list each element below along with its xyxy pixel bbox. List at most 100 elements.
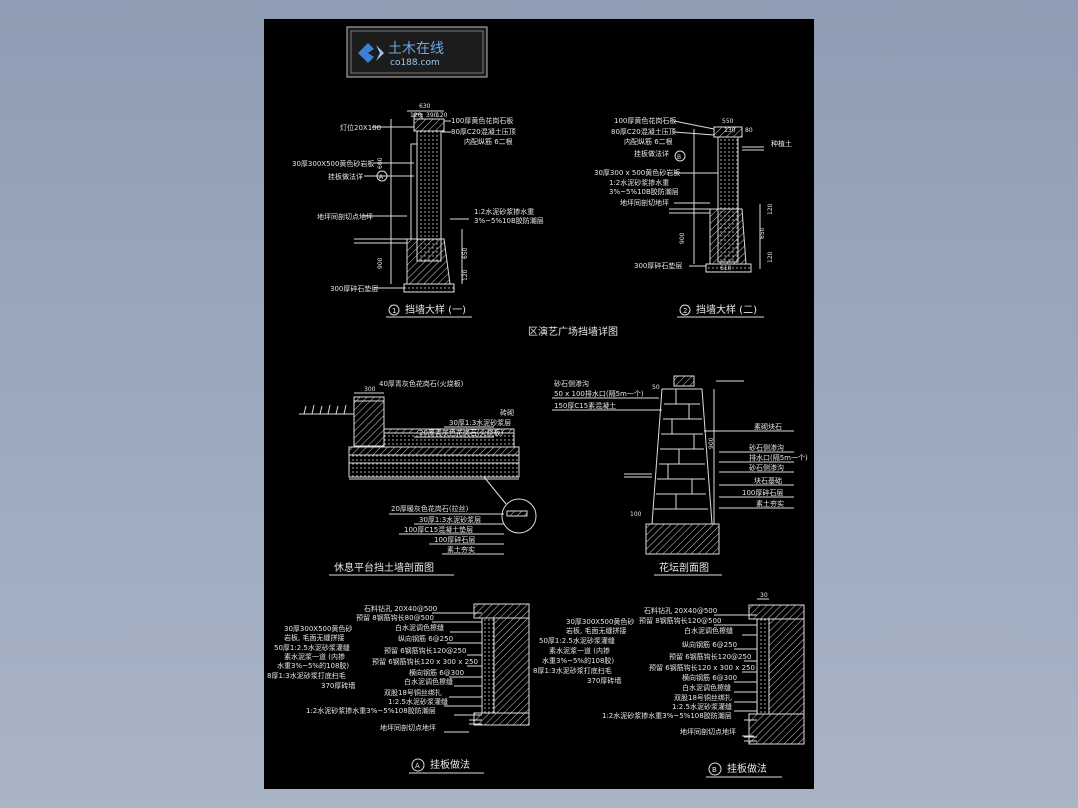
- dim: 120: [462, 269, 469, 281]
- callout-letter: A: [415, 762, 420, 770]
- callout-b-marker: [674, 150, 686, 162]
- dim: 650: [759, 227, 766, 239]
- dim: 120: [767, 203, 774, 215]
- label: 石料钻孔 20X40@500: [644, 606, 717, 615]
- label: 300厚碎石垫层: [634, 261, 682, 270]
- dim: 50: [652, 384, 660, 391]
- callout-a-marker: [376, 170, 388, 182]
- label: 370厚砖墙: [587, 676, 621, 685]
- label: 白水泥调色擦缝: [395, 623, 444, 632]
- label: 砂石侧渗沟: [749, 443, 784, 452]
- label: 预留 6钢筋钩长120 x 300 x 250: [649, 663, 755, 672]
- label: 地坪同剖切地坪: [620, 198, 669, 207]
- detail-title: 花坛剖面图: [659, 561, 709, 574]
- label: 素砌块石: [754, 422, 782, 431]
- label: 石料钻孔 20X40@500: [364, 604, 437, 613]
- label: 素水泥浆一道 (内掺: [284, 652, 345, 661]
- label: 100厚碎石层: [434, 535, 475, 544]
- logo-site: co188.com: [390, 58, 440, 68]
- label: 3%~5%10B胶防潮层: [474, 216, 544, 225]
- label: 地坪同剖切点地坪: [317, 212, 373, 221]
- label: 砖砌: [500, 408, 514, 417]
- callout-letter: A: [379, 174, 384, 181]
- dim: 120: [767, 251, 774, 263]
- label: 100厚黄色花岗石板: [614, 116, 676, 125]
- dim: 30: [760, 592, 768, 599]
- label: 1:2水泥砂浆掺水重: [609, 178, 669, 187]
- label: 地坪同剖切点地坪: [680, 727, 736, 736]
- dim: 900: [377, 257, 384, 269]
- label: 双股18号铜丝绑扎: [674, 693, 732, 702]
- label: 50厚1:2.5水泥砂浆灌缝: [539, 636, 615, 645]
- label: 灯位20X100: [340, 123, 381, 132]
- detail-number: 1: [392, 307, 396, 315]
- dim: 630: [419, 103, 431, 110]
- label: 预留 6钢筋钩长120@250: [384, 646, 466, 655]
- label: 370厚砖墙: [321, 681, 355, 690]
- dim: 610: [720, 265, 732, 272]
- logo-watermark: 土木在线 co188.com: [346, 26, 488, 78]
- label: 1:2水泥砂浆掺水重3%~5%108胶防潮层: [602, 711, 732, 720]
- label: 砂石侧渗沟: [749, 463, 784, 472]
- label: 100厚黄色花岗石板: [451, 116, 513, 125]
- detail-1-retaining-wall: 630 120 390 120 600 900 650 120 灯位20X100…: [292, 103, 544, 318]
- label: 8厚1:3水泥砂浆打底扫毛: [267, 671, 346, 680]
- dim: 550: [722, 118, 734, 125]
- dim: 900: [679, 232, 686, 244]
- label: 300厚碎石垫层: [330, 284, 378, 293]
- label: 预留 6钢筋钩长120@250: [669, 652, 751, 661]
- dim: 390: [426, 112, 438, 119]
- label: 水重3%~5%的108胶): [277, 661, 349, 670]
- callout-letter: B: [677, 154, 681, 161]
- label: 30厚1:3水泥砂浆层: [449, 418, 511, 427]
- detail-number-marker: [388, 304, 400, 316]
- label: 岩板, 毛面无缝拼接: [566, 626, 626, 635]
- label: 150厚C15素混凝土: [554, 401, 616, 410]
- dim: 300: [364, 386, 376, 393]
- detail-number-marker: [679, 304, 691, 316]
- label: 80厚C20混凝土压顶: [611, 127, 676, 136]
- label: 素土夯实: [447, 545, 475, 554]
- detail-title: 挡墙大样 (一): [405, 303, 466, 316]
- label: 8厚1:3水泥砂浆打底扫毛: [533, 666, 612, 675]
- label: 种植土: [771, 139, 792, 148]
- label: 白水泥调色擦缝: [404, 677, 453, 686]
- label: 白水泥调色擦缝: [684, 626, 733, 635]
- detail-4-flower-bed-section: 50 900 100 砂石侧渗沟 50 x 100排水口(隔5m一个) 150厚…: [552, 375, 808, 576]
- sheet-title: 区演艺广场挡墙详图: [528, 325, 618, 338]
- label: 内配纵筋 6二根: [464, 137, 513, 146]
- label: 20厚暖灰色花岗石(拉丝): [391, 504, 469, 513]
- label: 预留 6钢筋钩长120 x 300 x 250: [372, 657, 478, 666]
- dim: 80: [745, 127, 753, 134]
- detail-number: 2: [683, 307, 687, 315]
- label: 岩板, 毛面无缝拼接: [284, 633, 344, 642]
- detail-title: 挂板做法: [727, 762, 767, 775]
- label: 50 x 100排水口(隔5m一个): [554, 389, 644, 398]
- dim: 100: [630, 511, 642, 518]
- label: 100厚C15混凝土垫层: [404, 525, 473, 534]
- label: 30厚300X500黄色砂岩板: [292, 159, 374, 168]
- label: 1:2.5水泥砂浆灌缝: [672, 702, 732, 711]
- label: 20厚青灰色花岗石(火烧板): [419, 428, 504, 437]
- label: 100厚碎石层: [742, 488, 783, 497]
- drawing-sheet: 土木在线 co188.com 630 120 390 120 600 900 6…: [264, 19, 814, 789]
- label: 横向钢筋 6@300: [409, 668, 464, 677]
- detail-a-cladding-method: 石料钻孔 20X40@500 预留 8钢筋钩长80@500 30厚300X500…: [267, 603, 530, 774]
- label: 30厚300X500黄色砂: [284, 624, 352, 633]
- detail-title: 挂板做法: [430, 758, 470, 771]
- callout-a-marker: [411, 758, 425, 772]
- label: 1:2.5水泥砂浆灌缝: [388, 697, 448, 706]
- label: 砂石侧渗沟: [554, 379, 589, 388]
- logo-mark-icon: [358, 43, 384, 63]
- label: 挂板做法详: [328, 172, 363, 181]
- label: 挂板做法详: [634, 149, 669, 158]
- callout-letter: B: [712, 766, 717, 774]
- detail-3-platform-section: 300 40厚青灰色花岗石(火烧板) 砖砌 30厚1:3水泥砂浆层 20厚青灰色…: [299, 379, 537, 576]
- detail-title: 休息平台挡土墙剖面图: [334, 561, 434, 574]
- dim: 130: [724, 127, 736, 134]
- detail-b-cladding-method: 30 石料钻孔 20X40@500 预留 8钢筋钩长120@500 30厚300…: [533, 592, 805, 778]
- detail-title: 挡墙大样 (二): [696, 303, 757, 316]
- label: 纵向钢筋 6@250: [398, 634, 453, 643]
- label: 30厚1:3水泥砂浆层: [419, 515, 481, 524]
- label: 地坪同剖切点地坪: [380, 723, 436, 732]
